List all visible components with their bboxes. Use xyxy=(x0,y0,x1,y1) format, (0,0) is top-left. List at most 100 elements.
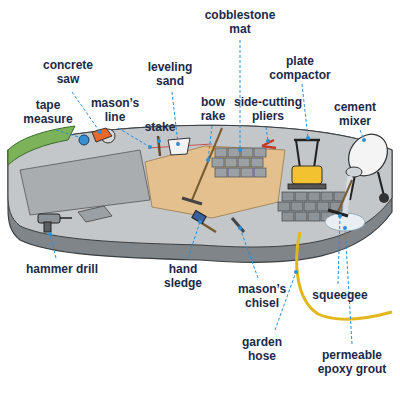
illustration-part xyxy=(157,139,161,143)
masons-chisel xyxy=(232,218,244,232)
illustration-part xyxy=(206,158,210,162)
illustration-part xyxy=(212,158,224,167)
illustration-part xyxy=(228,168,240,177)
illustration-part xyxy=(282,212,294,221)
illustration-part xyxy=(288,184,326,189)
illustration-part xyxy=(266,139,270,143)
side-cutting-pliers xyxy=(262,140,276,148)
part-label: mason’s line xyxy=(88,96,142,124)
part-label: cement mixer xyxy=(328,100,382,128)
part-label: hand sledge xyxy=(159,262,207,290)
part-label: hammer drill xyxy=(17,262,107,276)
illustration-part xyxy=(338,180,352,212)
part-label: cobblestone mat xyxy=(200,8,280,36)
illustration-part xyxy=(60,217,72,219)
illustration-part xyxy=(291,202,303,211)
illustration-part xyxy=(328,210,348,216)
illustration-part xyxy=(188,222,200,258)
illustration-part xyxy=(192,128,222,200)
illustration-part xyxy=(317,202,329,211)
illustration-part xyxy=(98,130,102,134)
illustration-part xyxy=(378,172,384,196)
illustration-part xyxy=(92,128,112,142)
illustration-part xyxy=(254,148,266,157)
sand-bucket xyxy=(168,138,190,155)
illustration-part xyxy=(80,136,84,140)
illustration-part xyxy=(343,226,347,230)
illustration-part xyxy=(238,226,242,230)
illustration-part xyxy=(48,232,52,236)
leader-dots xyxy=(48,130,366,274)
part-label: side-cutting pliers xyxy=(229,95,307,123)
lawn xyxy=(8,126,75,165)
existing-paving xyxy=(20,150,150,215)
illustration-part xyxy=(240,228,258,278)
part-label: mason’s chisel xyxy=(235,282,289,310)
illustration-part xyxy=(294,270,298,274)
illustration-part xyxy=(56,130,82,138)
illustration-part xyxy=(238,148,242,152)
squeegee xyxy=(328,180,352,216)
illustration-part xyxy=(225,158,237,167)
ground-body xyxy=(8,125,392,262)
illustration-part xyxy=(254,168,266,177)
illustration-part xyxy=(341,127,396,184)
ground-surface xyxy=(8,125,392,247)
illustration-part xyxy=(241,168,253,177)
tape-measure xyxy=(79,135,89,145)
illustration-part xyxy=(379,193,389,203)
illustration-part xyxy=(176,142,180,146)
concrete-saw xyxy=(92,128,115,143)
illustration-part xyxy=(182,198,202,204)
illustration-part xyxy=(148,145,152,149)
illustration-part xyxy=(50,234,56,258)
illustration-part xyxy=(308,212,320,221)
part-label: plate compactor xyxy=(266,54,334,82)
illustration-part xyxy=(172,92,178,144)
part-label: stake xyxy=(135,120,185,134)
illustration-part xyxy=(314,140,318,168)
illustration-part xyxy=(208,126,212,160)
plate-compactor xyxy=(288,140,326,189)
illustration-part xyxy=(308,192,320,201)
stone-slab xyxy=(78,206,112,222)
cobblestone-mat xyxy=(212,148,266,177)
leveling-sand-bed xyxy=(145,146,285,218)
illustration-part xyxy=(338,214,342,218)
part-label: permeable epoxy grout xyxy=(316,348,388,376)
illustration-part xyxy=(362,138,366,142)
part-label: squeegee xyxy=(305,288,375,302)
part-label: concrete saw xyxy=(38,58,98,86)
part-label: tape measure xyxy=(19,98,77,126)
illustration-part xyxy=(338,216,340,284)
hand-sledge xyxy=(192,211,216,232)
illustration-part xyxy=(215,148,227,157)
part-label: garden hose xyxy=(237,335,287,363)
illustration-part xyxy=(198,220,202,224)
illustration-part xyxy=(251,158,263,167)
illustration-part xyxy=(346,167,362,177)
garden-hose xyxy=(297,232,392,319)
illustration-part xyxy=(321,192,333,201)
illustration-part xyxy=(292,166,322,184)
illustration-part xyxy=(295,192,307,201)
illustration-part xyxy=(304,202,316,211)
illustration-part xyxy=(215,168,227,177)
part-label: leveling sand xyxy=(143,60,198,88)
illustration-part xyxy=(345,228,352,344)
illustration-part xyxy=(241,148,253,157)
illustration-part xyxy=(295,212,307,221)
stake xyxy=(158,136,160,156)
illustration-part xyxy=(302,84,308,138)
illustration-part xyxy=(296,140,300,168)
part-label: bow rake xyxy=(194,95,232,123)
illustration-part xyxy=(278,202,290,211)
hammer-drill xyxy=(38,214,72,232)
cement-mixer xyxy=(341,127,396,215)
illustration-part xyxy=(306,136,310,140)
illustration-part xyxy=(192,211,206,224)
illustration-part xyxy=(266,127,268,141)
illustration-part xyxy=(282,192,294,201)
illustration-part xyxy=(238,158,250,167)
